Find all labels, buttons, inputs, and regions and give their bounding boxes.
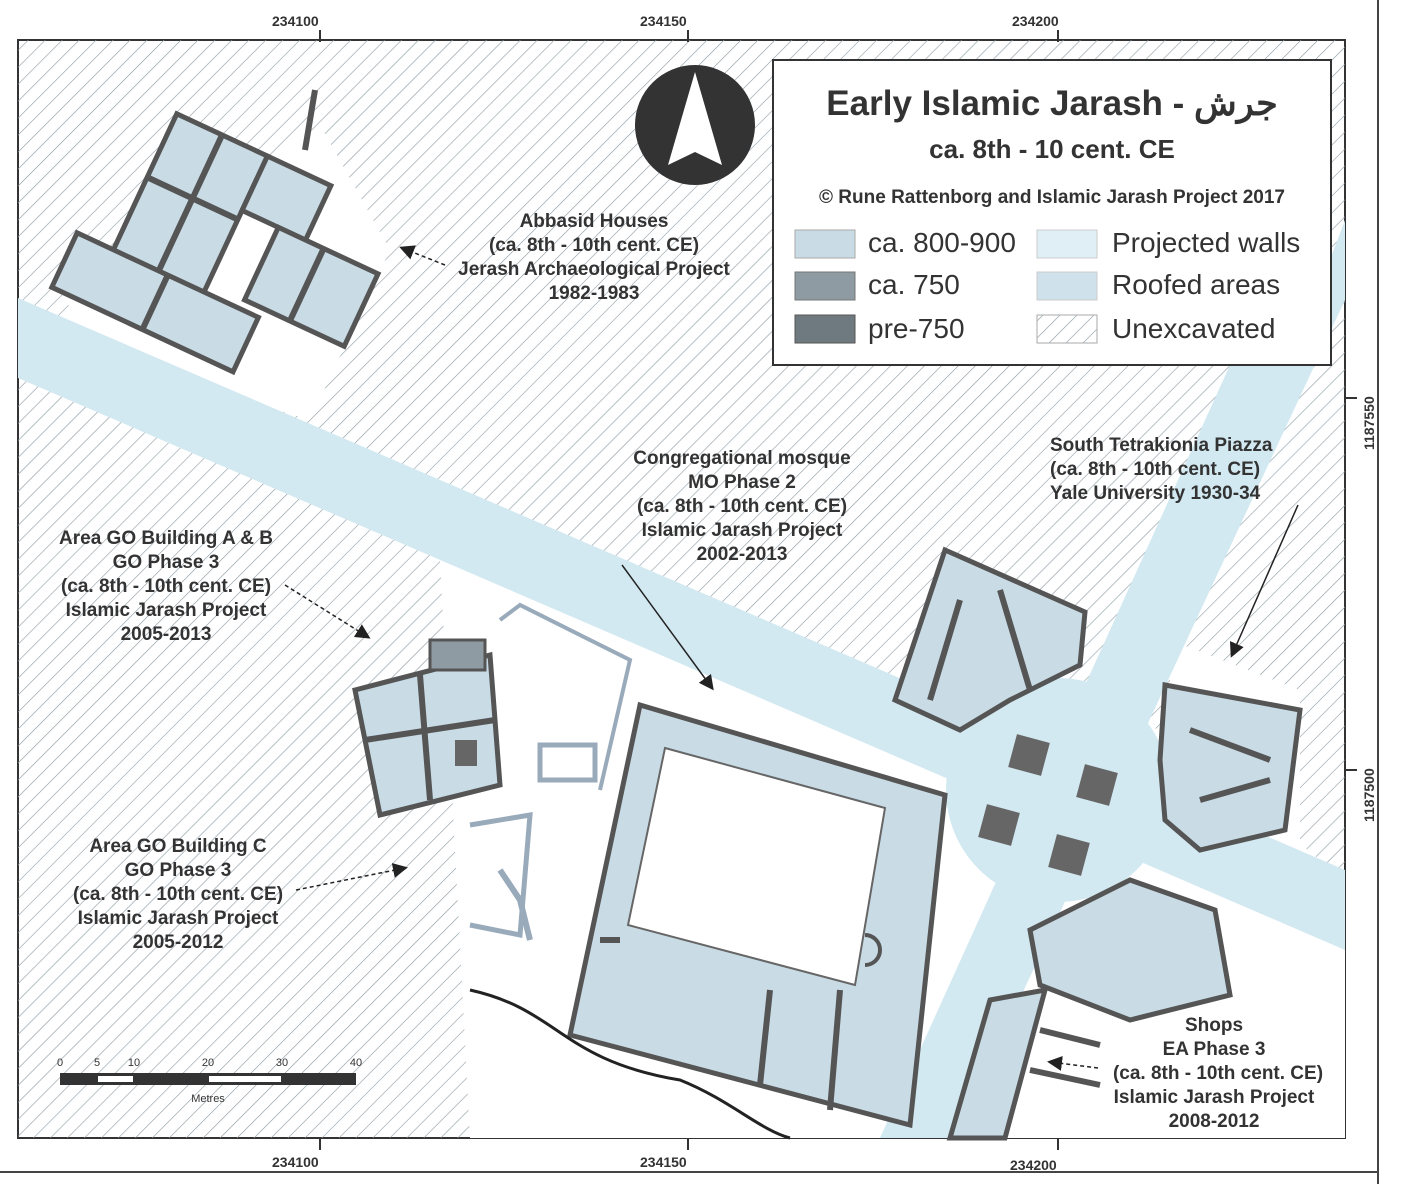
coordinate-grid-labels: 234100 234150 234200 234100 234150 23420…	[272, 13, 1377, 1173]
shops	[946, 877, 1233, 1141]
coord-top: 234150	[640, 13, 687, 29]
tetrakionia-buildings-east	[1157, 682, 1303, 853]
go-building-c	[469, 812, 533, 939]
coord-top: 234100	[272, 13, 319, 29]
scale-tick: 40	[350, 1057, 362, 1069]
legend-label: Roofed areas	[1112, 269, 1280, 300]
label-line: Area GO Building C	[89, 836, 267, 857]
label-line: GO Phase 3	[125, 860, 232, 881]
tetrakionia-piazza	[946, 678, 1170, 902]
tetrakionia-buildings-north	[891, 546, 1088, 733]
legend-swatch-unexcavated	[1036, 314, 1098, 344]
label-line: 2002-2013	[697, 544, 788, 565]
legend-swatch-roofed	[1036, 271, 1098, 301]
legend-swatch-750	[794, 271, 856, 301]
coord-top: 234200	[1012, 13, 1059, 29]
legend-swatch-800-900	[794, 229, 856, 259]
label-line: Congregational mosque	[633, 448, 850, 469]
label-line: Area GO Building A & B	[59, 528, 273, 549]
label-line: Shops	[1185, 1015, 1243, 1036]
label-mosque: Congregational mosque MO Phase 2 (ca. 8t…	[633, 448, 850, 565]
scale-tick: 5	[94, 1057, 100, 1069]
label-line: Islamic Jarash Project	[642, 520, 843, 541]
label-line: Islamic Jarash Project	[1114, 1087, 1315, 1108]
legend-label: Unexcavated	[1112, 313, 1275, 344]
label-line: (ca. 8th - 10th cent. CE)	[61, 576, 271, 597]
label-line: (ca. 8th - 10th cent. CE)	[1113, 1063, 1323, 1084]
label-line: South Tetrakionia Piazza	[1050, 435, 1273, 456]
legend-swatch-pre-750	[794, 314, 856, 344]
cardo-road	[880, 220, 1345, 1138]
legend-label: Projected walls	[1112, 227, 1300, 258]
legend-copyright: © Rune Rattenborg and Islamic Jarash Pro…	[819, 187, 1285, 208]
scale-unit: Metres	[191, 1093, 225, 1105]
label-line: EA Phase 3	[1163, 1039, 1266, 1060]
label-line: Abbasid Houses	[520, 211, 669, 232]
legend: Early Islamic Jarash - جرش ca. 8th - 10 …	[772, 59, 1332, 366]
legend-label: ca. 750	[868, 269, 960, 300]
coord-bottom: 234150	[640, 1154, 687, 1170]
scale-bar: 0 5 10 20 30 40 Metres	[57, 1057, 362, 1105]
label-line: 2005-2013	[121, 624, 212, 645]
label-line: GO Phase 3	[113, 552, 220, 573]
coord-bottom: 234100	[272, 1154, 319, 1170]
label-go-c: Area GO Building C GO Phase 3 (ca. 8th -…	[73, 836, 283, 953]
label-shops: Shops EA Phase 3 (ca. 8th - 10th cent. C…	[1113, 1015, 1323, 1132]
label-line: Jerash Archaeological Project	[458, 259, 730, 280]
coord-right: 1187500	[1361, 768, 1377, 822]
label-line: MO Phase 2	[688, 472, 796, 493]
congregational-mosque	[567, 701, 948, 1129]
scale-tick: 0	[57, 1057, 63, 1069]
coord-bottom: 234200	[1010, 1157, 1057, 1173]
coord-right: 1187550	[1361, 396, 1377, 450]
label-line: (ca. 8th - 10th cent. CE)	[1050, 459, 1260, 480]
scale-tick: 20	[202, 1057, 214, 1069]
scale-tick: 10	[128, 1057, 140, 1069]
label-abbasid-houses: Abbasid Houses (ca. 8th - 10th cent. CE)…	[458, 211, 730, 304]
legend-swatch-projected	[1036, 229, 1098, 259]
legend-label: ca. 800-900	[868, 227, 1016, 258]
legend-label: pre-750	[868, 313, 965, 344]
label-line: Islamic Jarash Project	[78, 908, 279, 929]
label-line: 2008-2012	[1169, 1111, 1260, 1132]
label-tetrakionia: South Tetrakionia Piazza (ca. 8th - 10th…	[1050, 435, 1273, 504]
label-line: (ca. 8th - 10th cent. CE)	[637, 496, 847, 517]
legend-subtitle: ca. 8th - 10 cent. CE	[929, 134, 1175, 164]
scale-tick: 30	[276, 1057, 288, 1069]
go-building-a-b	[352, 602, 633, 819]
label-go-a-b: Area GO Building A & B GO Phase 3 (ca. 8…	[59, 528, 273, 645]
abbasid-houses	[48, 110, 382, 376]
label-line: 2005-2012	[133, 932, 224, 953]
label-line: Islamic Jarash Project	[66, 600, 267, 621]
annotation-arrows	[284, 245, 1299, 1071]
north-arrow-icon	[635, 65, 755, 185]
label-line: (ca. 8th - 10th cent. CE)	[73, 884, 283, 905]
label-line: Yale University 1930-34	[1050, 483, 1261, 504]
legend-title: Early Islamic Jarash - جرش	[826, 84, 1277, 125]
label-line: (ca. 8th - 10th cent. CE)	[489, 235, 699, 256]
label-line: 1982-1983	[549, 283, 640, 304]
